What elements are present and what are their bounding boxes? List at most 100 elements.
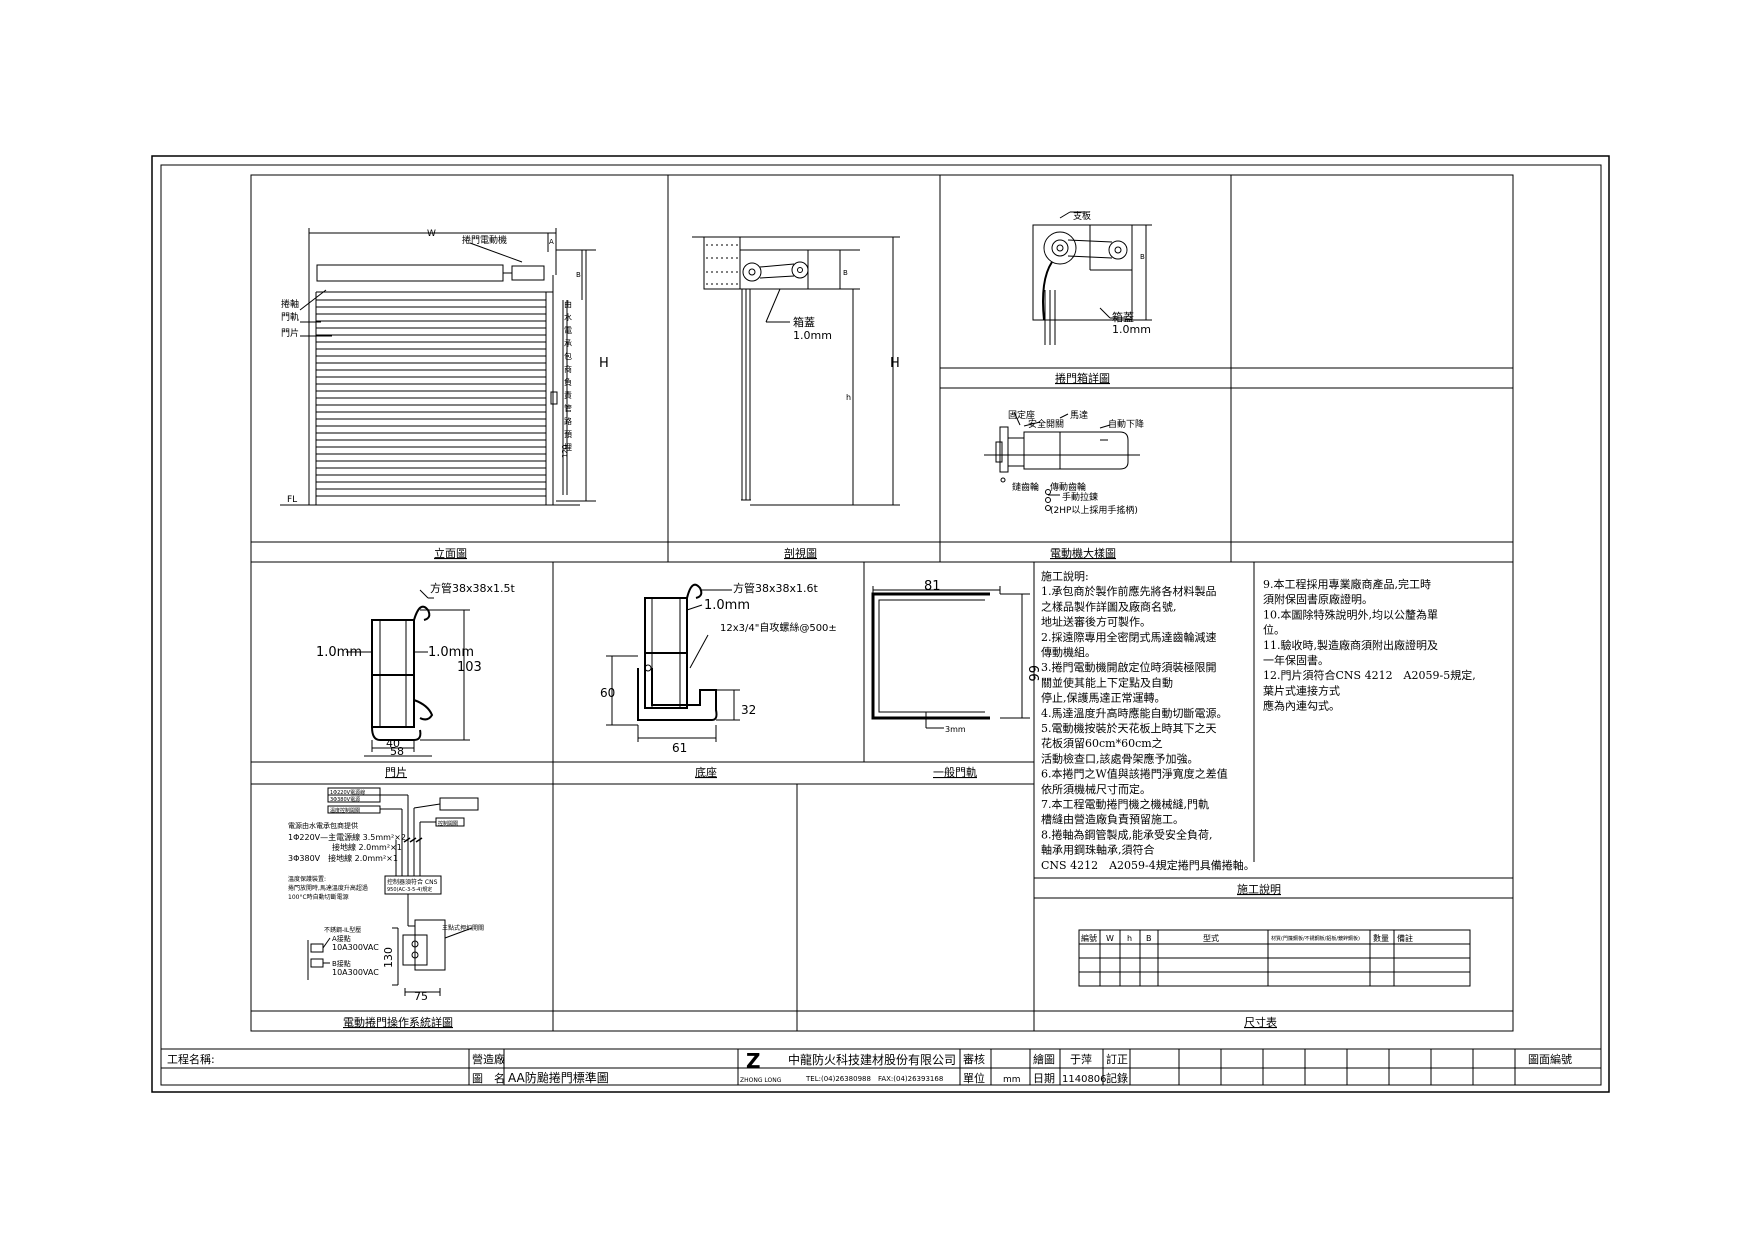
wiring-b-contact: B接點: [332, 959, 351, 968]
project-name-label: 工程名稱:: [167, 1052, 215, 1066]
slat-h103-label: 103: [457, 660, 482, 675]
note-line: 須附保固書原廠證明。: [1263, 592, 1373, 606]
note-line: 4.馬達溫度升高時應能自動切斷電源。: [1041, 706, 1228, 720]
elevation-a-label: A: [549, 238, 554, 246]
vertical-note-char: 水: [564, 312, 572, 322]
box-support-label: 支板: [1073, 210, 1091, 222]
note-line: 之樣品製作詳圖及廠商名號,: [1041, 599, 1177, 613]
slat-w58-label: 58: [390, 745, 404, 758]
note-line: 2.採遠際專用全密閉式馬達齒輪減速: [1041, 630, 1217, 644]
slat-w40-label: 40: [386, 737, 400, 750]
drawn-by: 于萍: [1070, 1053, 1092, 1066]
schedule-header-type: 型式: [1203, 933, 1219, 943]
elevation-b-label: B: [576, 271, 581, 279]
date-label: 日期: [1033, 1072, 1055, 1085]
base-h32-label: 32: [741, 703, 756, 717]
note-line: CNS 4212 A2059-4規定捲門具備捲軸。: [1041, 858, 1255, 872]
unit-value: mm: [1003, 1075, 1021, 1085]
section-caption: 剖視圖: [784, 546, 817, 560]
title-block: [161, 1048, 1601, 1085]
rail-h66-label: 66: [1025, 665, 1040, 682]
wiring-control-label: 控制開關: [438, 820, 458, 827]
wiring-line2: 接地線 2.0mm²×1: [332, 842, 402, 852]
vertical-note-char: 電: [564, 326, 572, 335]
motor-chain-label: 鏈齒輪: [1012, 481, 1039, 493]
note-line: 依所須機械尺寸而定。: [1041, 782, 1151, 796]
base-w61-label: 61: [672, 741, 687, 755]
wiring-b-rating: 10A300VAC: [332, 968, 379, 977]
revision-label-top: 訂正: [1106, 1052, 1128, 1066]
wiring-caption: 電動捲門操作系統詳圖: [343, 1015, 453, 1029]
note-line: 葉片式連接方式: [1263, 683, 1340, 697]
wiring-d75-label: 75: [414, 990, 428, 1003]
slat-left-thickness-label: 1.0mm: [316, 645, 362, 660]
wiring-temp-line1: 捲門放開時,馬達溫度升高超過: [288, 884, 368, 892]
schedule-header-w: W: [1106, 934, 1114, 943]
note-line: 7.本工程電動捲門機之機械縫,門軌: [1041, 797, 1209, 811]
base-h60-label: 60: [600, 686, 615, 700]
revision-label-bottom: 記錄: [1106, 1071, 1128, 1085]
company-logo: Z: [746, 1049, 761, 1073]
section-h-lower-label: h: [846, 393, 851, 402]
vertical-note-char: 包: [564, 351, 572, 361]
section-h-upper-label: H: [890, 356, 900, 371]
note-line: 位。: [1263, 623, 1285, 637]
elevation-axle-label: 捲軸: [281, 298, 299, 310]
note-line: 停止,保護馬達正常運轉。: [1041, 691, 1166, 705]
wiring-supply-label: 電源由水電承包商提供: [288, 821, 358, 830]
motor-handle-label: 手動拉鍊: [1062, 491, 1098, 503]
section-cover-label: 箱蓋: [793, 315, 815, 329]
vertical-note-char: 管: [564, 403, 572, 413]
elevation-d120-label: 120: [561, 445, 569, 458]
wiring-d130-label: 130: [382, 947, 395, 968]
note-line: 8.捲軸為鋼管製成,能承受安全負荷,: [1041, 827, 1213, 841]
elevation-caption: 立面圖: [434, 546, 467, 560]
note-line: 施工說明:: [1041, 569, 1089, 583]
wiring-triple-switch-label: 三點式押扣開關: [442, 924, 484, 932]
motor-motor-label: 馬達: [1070, 409, 1088, 421]
section-thickness-label: 1.0mm: [793, 329, 832, 342]
company-logo-text: ZHONG LONG: [740, 1077, 782, 1084]
rail-detail-view: [871, 586, 1030, 729]
base-tube-label: 方管38x38x1.6t: [733, 581, 819, 595]
wiring-cns-line1: 控制器須符合 CNS: [387, 878, 438, 886]
note-line: 槽縫由營造廠負責預留施工。: [1041, 812, 1184, 826]
wiring-line3: 3Φ380V 接地線 2.0mm²×1: [288, 853, 398, 863]
rail-caption: 一般門軌: [933, 765, 977, 779]
review-label: 審核: [963, 1052, 985, 1066]
note-line: 12.門片須符合CNS 4212 A2059-5規定,: [1263, 668, 1476, 682]
note-line: 11.驗收時,製造廠商須附出廠證明及: [1263, 638, 1438, 652]
section-view: [692, 236, 900, 506]
wiring-cns-line2: 950(AC-3-5-4)規定: [387, 886, 432, 893]
wiring-line1: 1Φ220V—主電源線 3.5mm²×2: [288, 832, 406, 842]
elevation-h-label: H: [599, 356, 609, 371]
note-line: 地址送審後方可製作。: [1041, 615, 1151, 629]
motor-auto-down-label: 自動下降: [1108, 418, 1144, 430]
vertical-note-char: 責: [564, 390, 572, 400]
wiring-switch-title: 不銹鋼-IL型壓: [324, 926, 361, 934]
box-detail-view: [1032, 211, 1152, 345]
date-value: 1140806: [1062, 1074, 1107, 1085]
rail-w81-label: 81: [924, 579, 941, 594]
schedule-header-no: 編號: [1081, 933, 1097, 943]
company-name: 中龍防火科技建材股份有限公司: [788, 1052, 956, 1067]
motor-switch-label: 安全開關: [1028, 418, 1064, 430]
notes-left-column: 施工說明:1.承包商於製作前應先將各材料製品之樣品製作詳圖及廠商名號,地址送審後…: [1041, 569, 1255, 872]
vertical-note-char: 負: [564, 377, 572, 387]
wiring-a-contact: A接點: [332, 934, 351, 943]
notes-caption: 施工說明: [1237, 882, 1281, 896]
slat-caption: 門片: [385, 766, 407, 779]
panel-grid: [250, 174, 1514, 1032]
note-line: 傳動機組。: [1041, 645, 1096, 659]
motor-caption: 電動機大樣圖: [1050, 546, 1116, 560]
sheet-number-label: 圖面編號: [1528, 1052, 1572, 1066]
note-line: 關並使其能上下定點及自動: [1041, 675, 1173, 689]
schedule-header-qty: 數量: [1373, 933, 1389, 943]
schedule-header-remark: 備註: [1397, 933, 1413, 943]
box-cover-label: 箱蓋: [1112, 310, 1134, 324]
base-screw-label: 12x3/4"自攻螺絲@500±: [720, 621, 837, 634]
base-thickness-label: 1.0mm: [704, 598, 750, 613]
vertical-note-char: 商: [564, 364, 572, 374]
